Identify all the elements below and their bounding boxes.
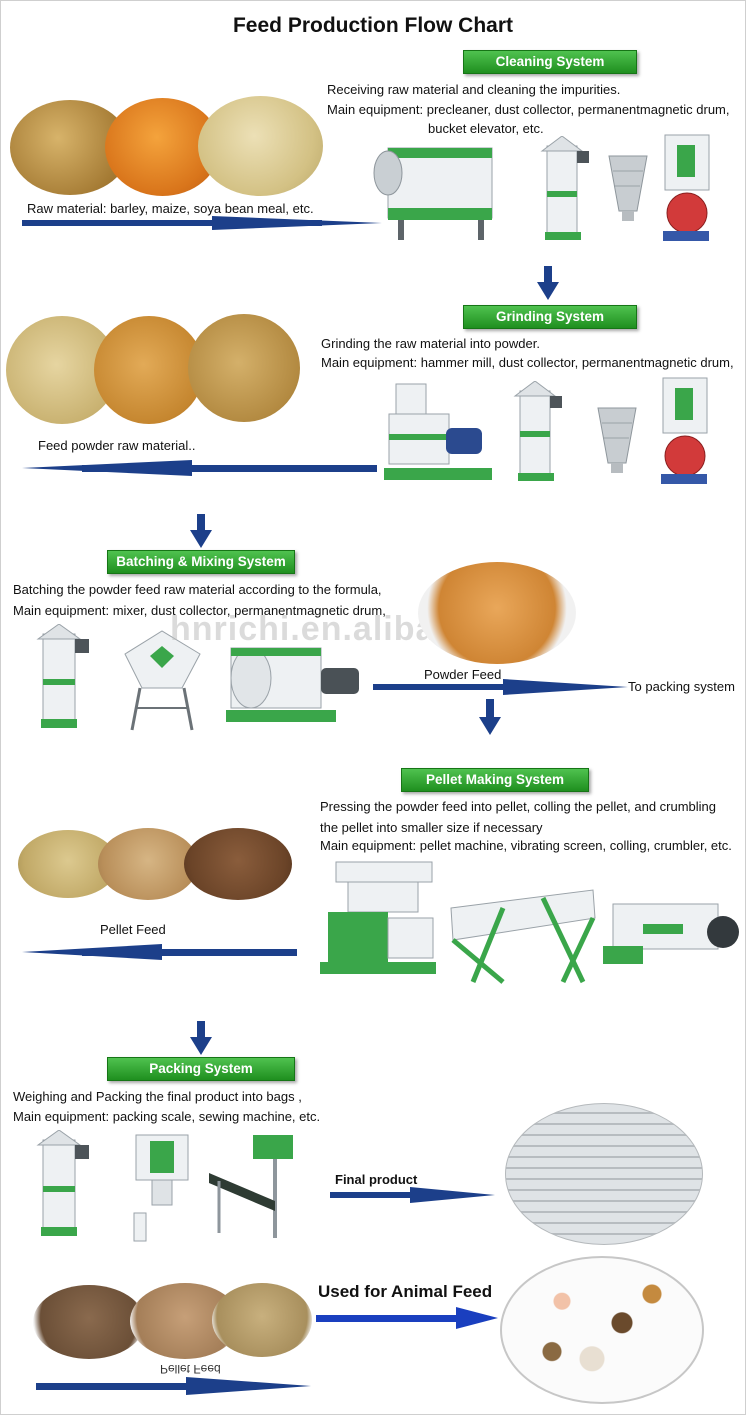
- feed-powder-caption: Feed powder raw material..: [38, 438, 196, 453]
- dust-collector-2-image: [661, 377, 708, 484]
- powder-heap-2-image: [94, 316, 204, 424]
- grinding-line2: Main equipment: hammer mill, dust collec…: [321, 355, 734, 370]
- powder-feed-caption: Powder Feed: [424, 667, 502, 682]
- grinding-system-label: Grinding System: [463, 305, 637, 329]
- hammer-mill-image: [384, 383, 492, 480]
- powder-feed-heap-image: [418, 562, 576, 664]
- packing-line2: Main equipment: packing scale, sewing ma…: [13, 1109, 321, 1124]
- stacked-feed-bags-image: [505, 1103, 703, 1245]
- arrow-right-2: [373, 679, 628, 695]
- arrow-right-5: [36, 1377, 311, 1395]
- soybean-meal-heap-image: [198, 96, 323, 196]
- arrow-right-3: [330, 1187, 495, 1203]
- batching-scale-image: [124, 630, 201, 731]
- animal-feed-caption: Used for Animal Feed: [318, 1282, 493, 1301]
- pellet-line2: the pellet into smaller size if necessar…: [320, 820, 543, 835]
- pellet-heap-2-image: [98, 828, 198, 900]
- cleaning-line2: Main equipment: precleaner, dust collect…: [327, 102, 730, 117]
- pellet-machine-image: [320, 861, 436, 974]
- grinding-line1: Grinding the raw material into powder.: [321, 336, 540, 351]
- pellet-feed-caption: Pellet Feed: [100, 922, 166, 937]
- batching-mixing-system-label: Batching & Mixing System: [107, 550, 295, 574]
- pellet-line3: Main equipment: pellet machine, vibratin…: [320, 838, 732, 853]
- crumbler-machine-image: [603, 903, 739, 964]
- packing-scale-image: [133, 1134, 189, 1242]
- arrow-down-1: [537, 266, 559, 300]
- batching-line2: Main equipment: mixer, dust collector, p…: [13, 603, 386, 618]
- arrow-right-1: [22, 216, 382, 230]
- bucket-elevator-4-image: [36, 1130, 89, 1236]
- sewing-conveyor-image: [209, 1135, 293, 1238]
- arrow-left-2: [22, 944, 297, 960]
- bucket-elevator-3-image: [36, 624, 89, 728]
- bottom-pellet-heap-1-image: [33, 1285, 145, 1359]
- batching-line1: Batching the powder feed raw material ac…: [13, 582, 382, 597]
- to-packing-system-caption: To packing system: [628, 679, 735, 694]
- precleaner-machine-image: [373, 147, 493, 240]
- magnetic-drum-image: [608, 155, 648, 221]
- cleaning-line3: bucket elevator, etc.: [428, 121, 544, 136]
- cleaning-line1: Receiving raw material and cleaning the …: [327, 82, 621, 97]
- pellet-heap-3-image: [184, 828, 292, 900]
- arrow-left-1: [22, 460, 377, 476]
- bottom-pellet-heap-3-image: [212, 1283, 312, 1357]
- raw-material-caption: Raw material: barley, maize, soya bean m…: [27, 201, 314, 216]
- powder-heap-3-image: [188, 314, 300, 422]
- packing-line1: Weighing and Packing the final product i…: [13, 1089, 302, 1104]
- dust-collector-image: [663, 134, 710, 241]
- arrow-right-4: [316, 1307, 498, 1329]
- final-product-caption: Final product: [335, 1172, 418, 1187]
- pellet-line1: Pressing the powder feed into pellet, co…: [320, 799, 717, 814]
- vibrating-screen-image: [450, 889, 596, 984]
- bucket-elevator-2-image: [513, 381, 562, 481]
- magnetic-drum-2-image: [597, 407, 637, 473]
- arrow-down-4: [190, 1021, 212, 1055]
- mixer-machine-image: [226, 647, 359, 722]
- arrow-down-2: [190, 514, 212, 548]
- farm-animals-image: [500, 1256, 704, 1404]
- packing-system-label: Packing System: [107, 1057, 295, 1081]
- bucket-elevator-image: [540, 136, 589, 240]
- arrow-down-3: [479, 699, 501, 735]
- page-title: Feed Production Flow Chart: [232, 14, 513, 37]
- pellet-making-system-label: Pellet Making System: [401, 768, 589, 792]
- cleaning-system-label: Cleaning System: [463, 50, 637, 74]
